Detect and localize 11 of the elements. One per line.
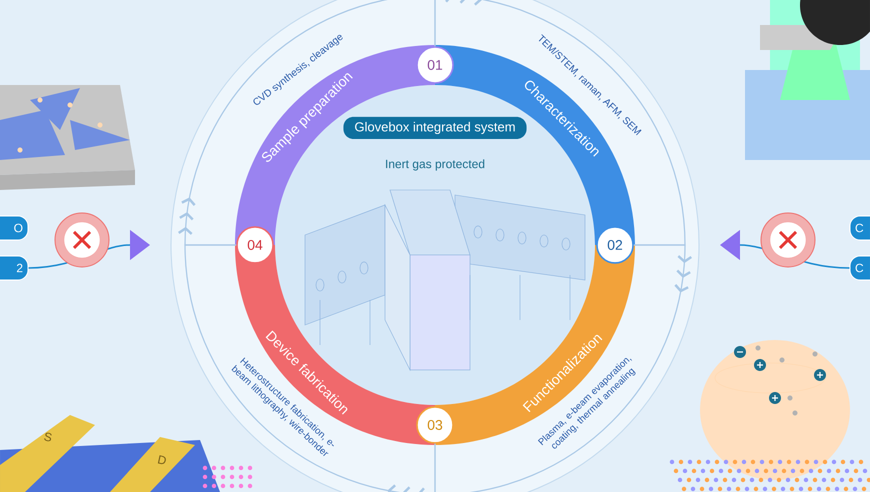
electrode-letter: D — [158, 455, 166, 464]
step-badge: 01 — [416, 46, 454, 84]
title-pill: Glovebox integrated system — [343, 116, 527, 140]
formula-pill: 2 — [0, 256, 28, 280]
step-badge: 02 — [596, 226, 634, 264]
electrode-letter: S — [44, 432, 52, 442]
step-badge: 03 — [416, 406, 454, 444]
formula-pill: C — [850, 216, 870, 240]
formula-pill: C — [850, 256, 870, 280]
step-badge: 04 — [236, 226, 274, 264]
formula-pill: O — [0, 216, 28, 240]
